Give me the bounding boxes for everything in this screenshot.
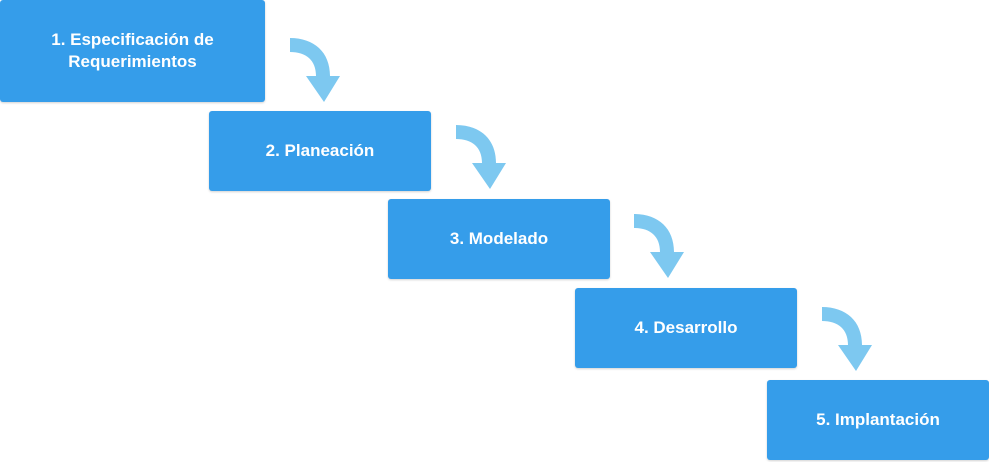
step-box-planeacion: 2. Planeación xyxy=(209,111,431,191)
step-box-desarrollo: 4. Desarrollo xyxy=(575,288,797,368)
curved-arrow-icon xyxy=(634,214,686,278)
step-label: 2. Planeación xyxy=(265,141,375,160)
curved-arrow-icon xyxy=(822,307,874,371)
step-box-especificacion: 1. Especificación de Requerimientos xyxy=(0,0,265,102)
step-box-modelado: 3. Modelado xyxy=(388,199,610,279)
step-label: 5. Implantación xyxy=(816,410,940,429)
step-label: 4. Desarrollo xyxy=(634,318,738,337)
step-box-implantacion: 5. Implantación xyxy=(767,380,989,460)
curved-arrow-icon xyxy=(456,125,508,189)
step-label: 1. Especificación de Requerimientos xyxy=(51,30,214,71)
curved-arrow-icon xyxy=(290,38,342,102)
step-label: 3. Modelado xyxy=(449,229,549,248)
